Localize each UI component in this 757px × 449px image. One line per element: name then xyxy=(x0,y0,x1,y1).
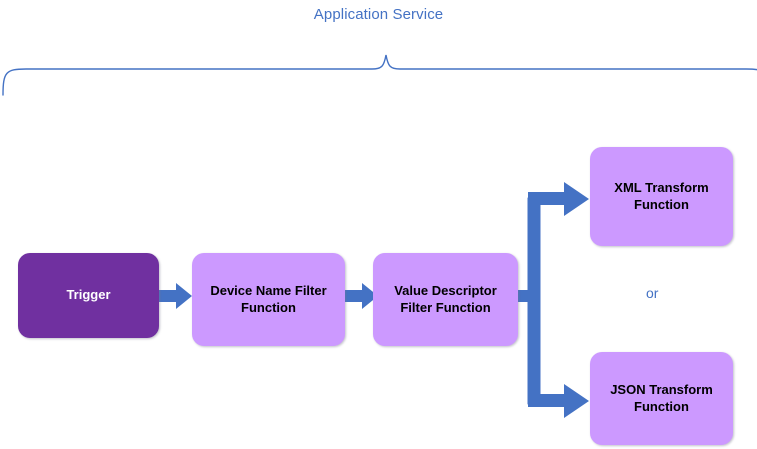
node-device-name-filter-function[interactable]: Device Name Filter Function xyxy=(192,253,345,346)
diagram-title: Application Service xyxy=(313,6,444,23)
arrow-trigger-to-device-name-filter xyxy=(159,283,192,309)
node-value-descriptor-filter-function[interactable]: Value Descriptor Filter Function xyxy=(373,253,518,346)
or-label: or xyxy=(646,285,659,301)
node-value-descriptor-filter-function-label: Value Descriptor Filter Function xyxy=(394,282,497,315)
node-device-name-filter-function-label: Device Name Filter Function xyxy=(210,282,327,315)
node-trigger[interactable]: Trigger xyxy=(18,253,159,338)
node-xml-transform-function[interactable]: XML Transform Function xyxy=(590,147,733,246)
node-json-transform-function-label: JSON Transform Function xyxy=(610,381,713,414)
node-json-transform-function[interactable]: JSON Transform Function xyxy=(590,352,733,445)
node-trigger-label: Trigger xyxy=(66,287,111,303)
arrow-value-descriptor-filter-branch xyxy=(517,182,589,418)
node-xml-transform-function-label: XML Transform Function xyxy=(614,179,709,212)
